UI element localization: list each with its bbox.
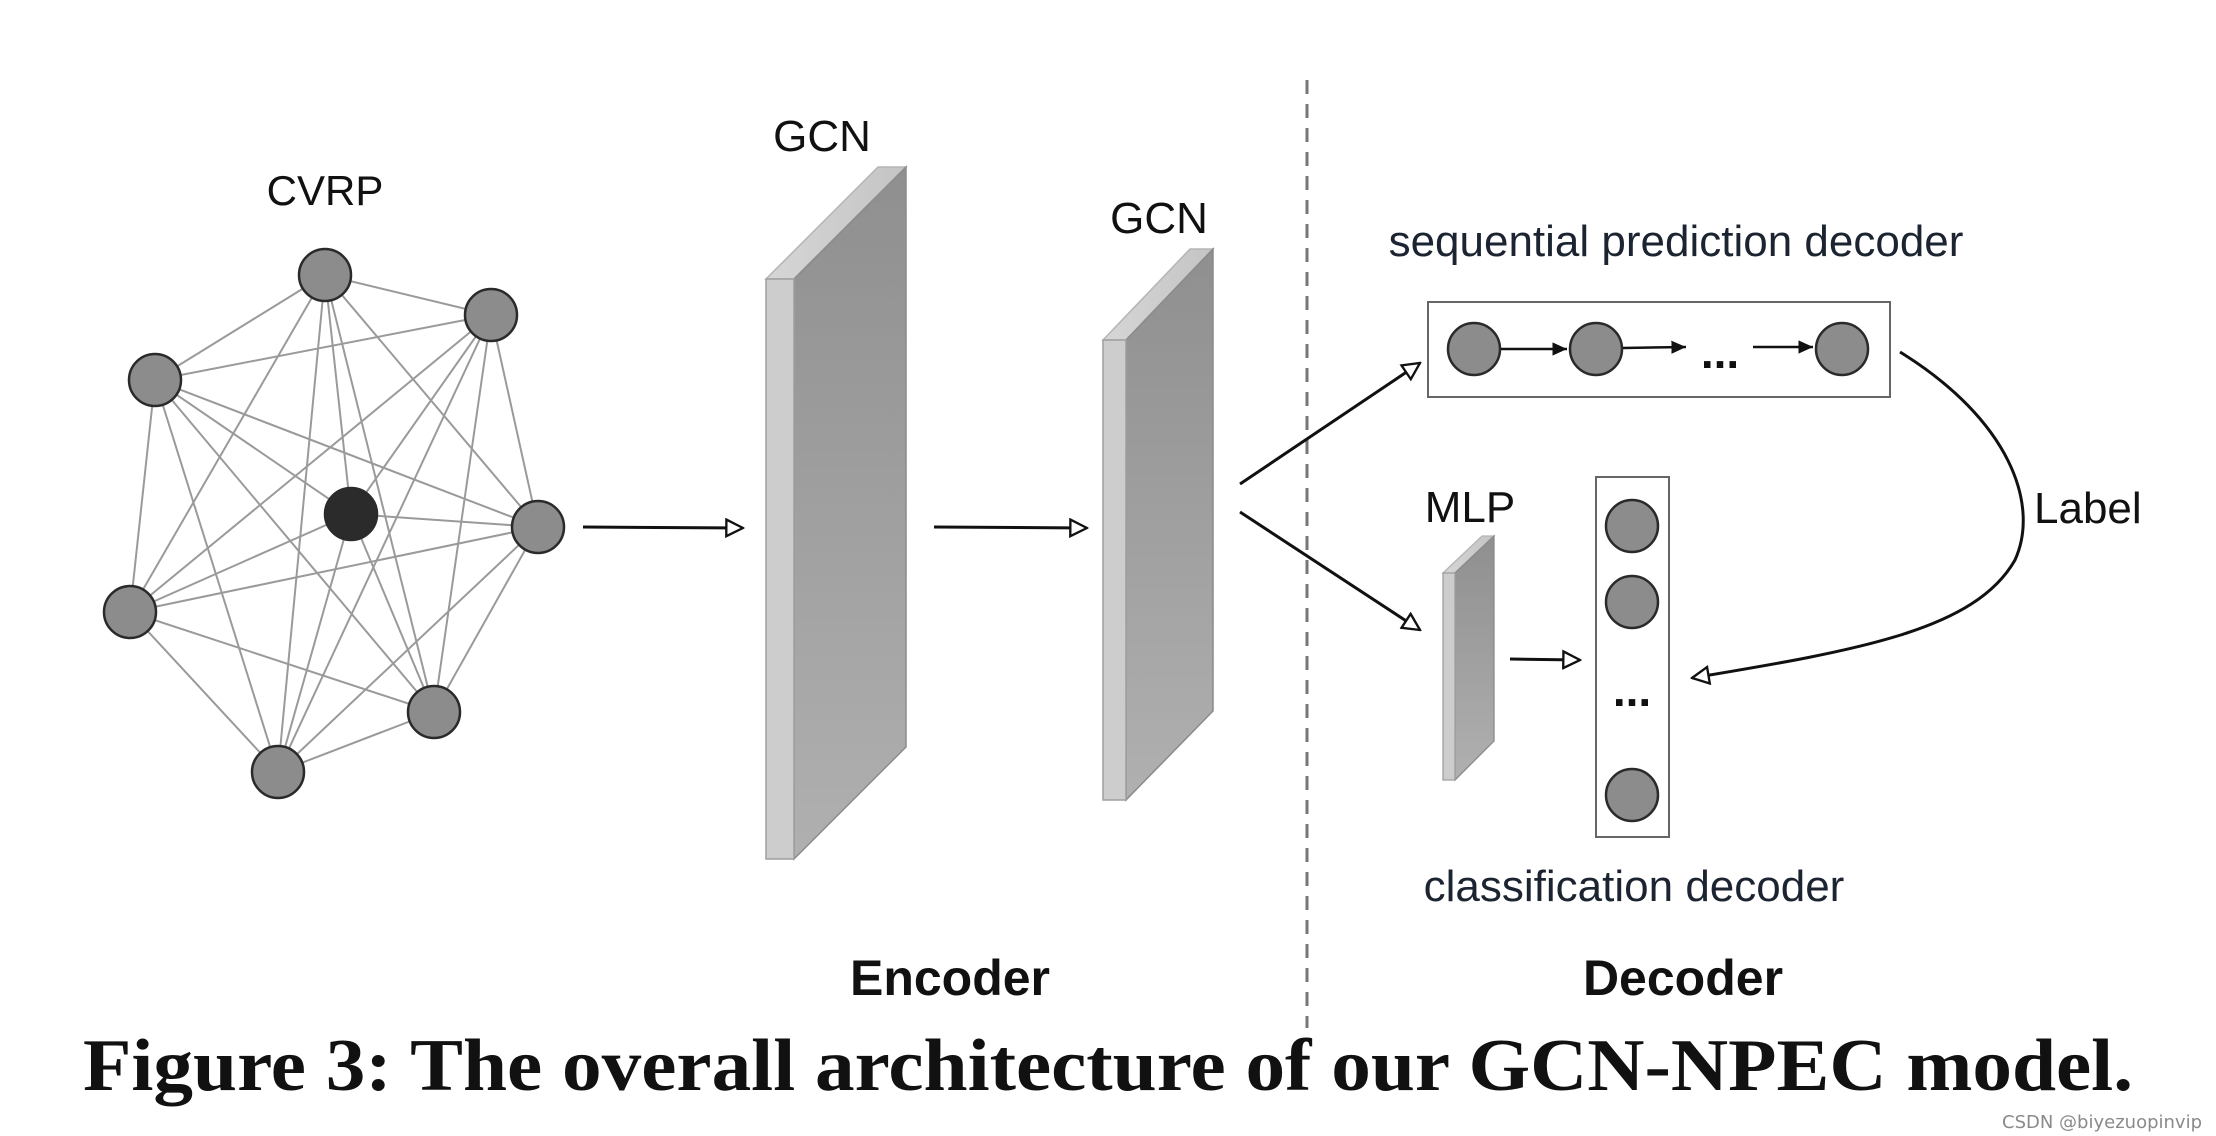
figure-caption: Figure 3: The overall architecture of ou… [83, 1025, 2133, 1107]
gcn-layer-1 [764, 165, 908, 861]
arrow-to-sequential-decoder [1239, 363, 1420, 486]
graph-edges [129, 274, 539, 773]
graph-edge [324, 274, 492, 316]
graph-edge [154, 274, 326, 381]
graph-edge [154, 379, 435, 713]
gcn-layer-2 [1101, 247, 1215, 802]
graph-edge [129, 513, 352, 613]
graph-nodes [102, 247, 566, 800]
customer-node [250, 744, 306, 800]
graph-edge [277, 711, 435, 773]
gcn1-right-face [793, 165, 907, 861]
graph-edge [129, 274, 326, 613]
decoder-title: Decoder [1583, 950, 1783, 1006]
graph-edge [154, 379, 279, 773]
classification-decoder-label: classification decoder [1424, 862, 1845, 911]
mlp-layer [1441, 534, 1496, 782]
gcn1-front-face [765, 278, 795, 860]
graph-edge [433, 526, 539, 713]
graph-edge [129, 314, 492, 613]
label-curve-arrow [1692, 350, 2025, 678]
cvrp-label: CVRP [267, 167, 384, 214]
seq-node-2 [1568, 321, 1624, 377]
arrow-graph-to-gcn1 [582, 527, 743, 528]
seq-arrow-2 [1622, 340, 1687, 354]
cls-node-1 [1604, 498, 1660, 554]
seq-node-3 [1814, 321, 1870, 377]
seq-node-1 [1446, 321, 1502, 377]
mlp-front-face [1442, 572, 1456, 781]
graph-edge [129, 526, 539, 613]
encoder-title: Encoder [850, 950, 1050, 1006]
customer-node [406, 684, 462, 740]
cls-ellipsis: ... [1613, 664, 1651, 716]
graph-edge [324, 274, 539, 528]
graph-edge [324, 274, 435, 713]
arrow-mlp-to-classifier [1509, 659, 1580, 660]
watermark: CSDN @biyezuopinvip [2002, 1112, 2202, 1133]
graph-edge [277, 513, 352, 773]
mlp-label: MLP [1425, 483, 1515, 532]
customer-node [297, 247, 353, 303]
graph-edge [129, 379, 156, 613]
graph-edge [129, 611, 435, 713]
graph-edge [277, 274, 326, 773]
customer-node [127, 352, 183, 408]
gcn2-front-face [1102, 339, 1127, 801]
graph-edge [490, 314, 539, 528]
customer-node [463, 287, 519, 343]
label-text: Label [2034, 484, 2142, 533]
cls-node-2 [1604, 574, 1660, 630]
seq-ellipsis: ... [1701, 326, 1739, 378]
gcn2-label: GCN [1110, 194, 1208, 243]
gcn1-label: GCN [773, 112, 871, 161]
graph-edge [154, 314, 492, 381]
sequential-decoder-label: sequential prediction decoder [1389, 217, 1964, 266]
cls-node-3 [1604, 767, 1660, 823]
graph-edge [350, 513, 539, 528]
graph-edge [433, 314, 492, 713]
customer-node [510, 499, 566, 555]
graph-edge [350, 314, 492, 515]
graph-edge [154, 379, 352, 515]
cvrp-graph [102, 247, 566, 800]
arrow-gcn1-to-gcn2 [933, 527, 1087, 528]
depot-node [323, 486, 379, 542]
gcn2-right-face [1125, 247, 1214, 802]
graph-edge [277, 314, 492, 773]
mlp-right-face [1454, 534, 1495, 782]
graph-edge [154, 379, 539, 528]
graph-edge [324, 274, 352, 515]
graph-edge [277, 526, 539, 773]
customer-node [102, 584, 158, 640]
arrow-to-mlp [1239, 510, 1420, 630]
graph-edge [129, 611, 279, 773]
graph-edge [350, 513, 435, 713]
